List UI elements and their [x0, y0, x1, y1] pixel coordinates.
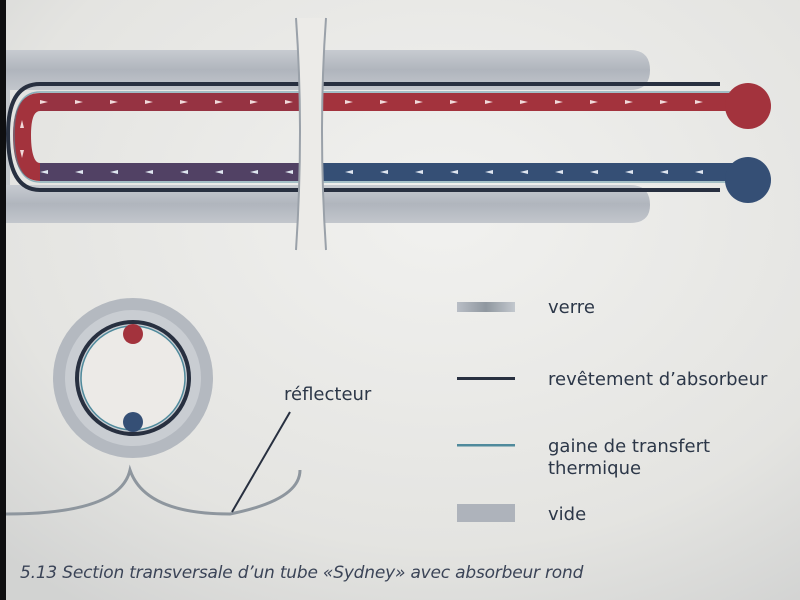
legend-swatch-absorber-coating [457, 377, 515, 380]
glass-tube-lower [6, 185, 650, 223]
longitudinal-tube-view [5, 17, 771, 251]
cross-section-view [5, 298, 302, 516]
reflector-curve [5, 464, 302, 516]
hot-outlet-cap [725, 83, 771, 129]
cold-inlet-cap [725, 157, 771, 203]
figure-caption: 5.13 Section transversale d’un tube «Syd… [20, 563, 584, 583]
flow-arrows-cold [40, 170, 703, 174]
legend [457, 302, 515, 522]
legend-swatch-vacuum [457, 504, 515, 522]
legend-label-heat-transfer-sheath: gaine de transfert thermique [548, 436, 711, 479]
cross-section-hot-pipe [123, 324, 143, 344]
hot-pipe [12, 93, 740, 181]
flow-arrows-hot [40, 100, 703, 104]
legend-swatch-heat-transfer-sheath [457, 444, 515, 447]
absorber-coating-outline [5, 82, 720, 192]
reflector-leader [231, 411, 291, 513]
reflector-label: réflecteur [284, 384, 372, 405]
glass-tube-upper [6, 50, 650, 90]
legend-label-vacuum: vide [548, 504, 587, 525]
cross-section-cold-pipe [123, 412, 143, 432]
legend-swatch-glass [457, 302, 515, 312]
legend-label-glass: verre [548, 297, 595, 318]
legend-label-absorber-coating: revêtement d’absorbeur [548, 369, 768, 390]
heat-transfer-sheath-line [13, 91, 730, 183]
cross-section-absorber [75, 320, 191, 436]
break-mark [296, 18, 326, 250]
